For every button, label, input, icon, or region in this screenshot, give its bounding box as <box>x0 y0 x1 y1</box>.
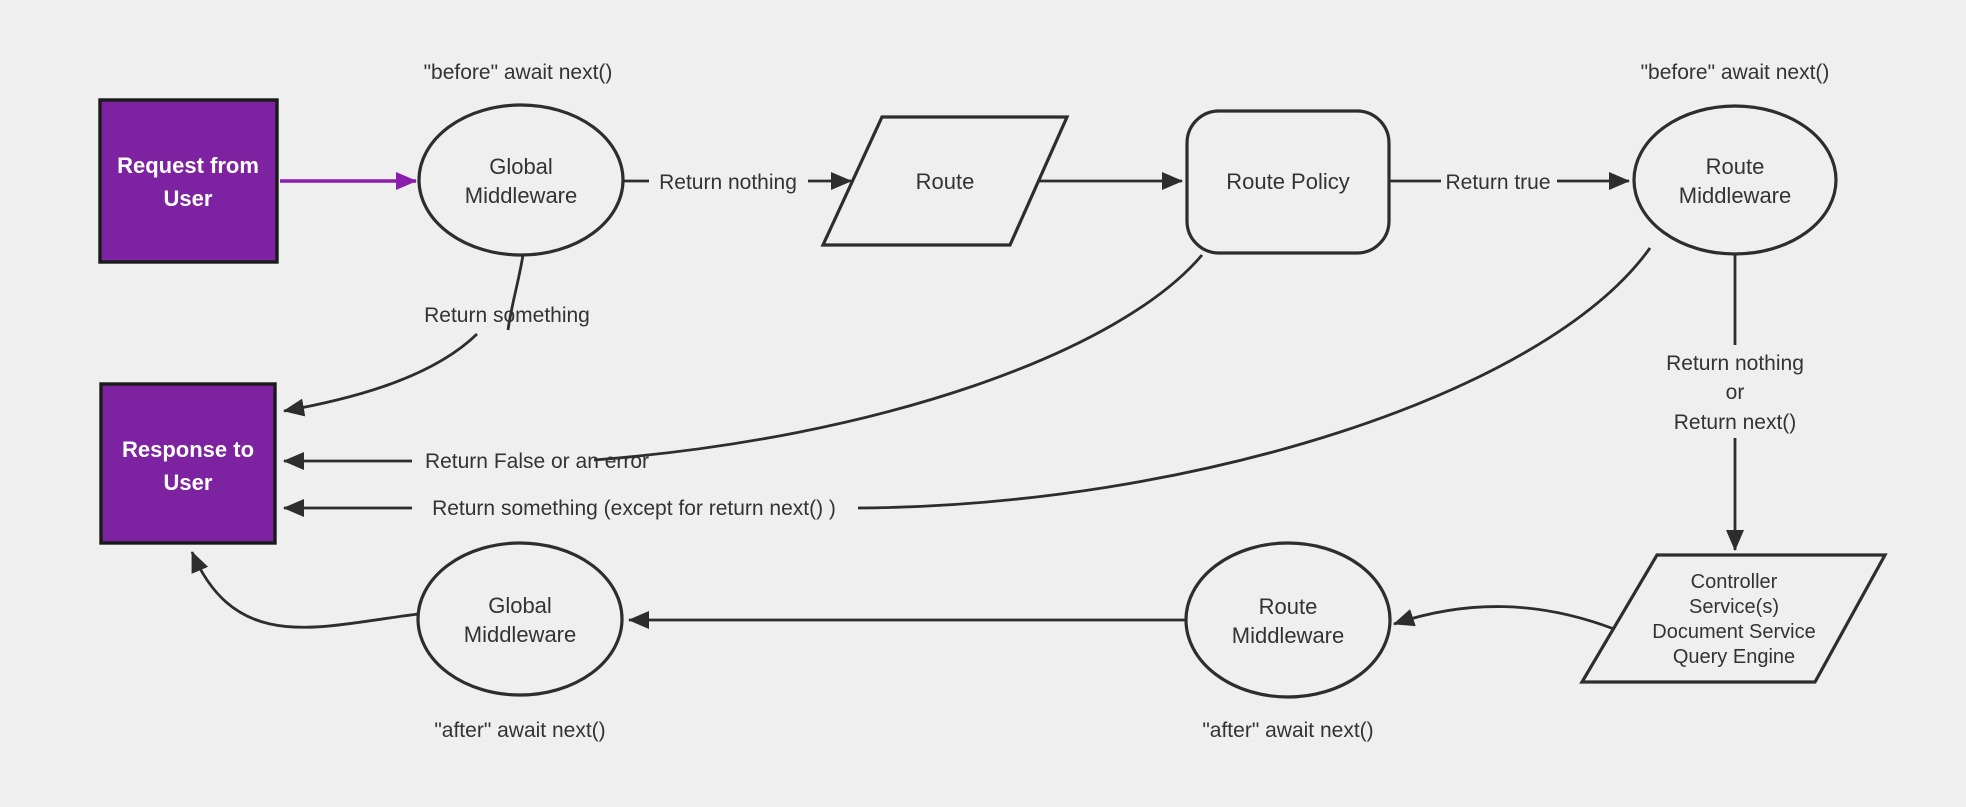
node-response-to-user: Response to User <box>99 382 277 545</box>
node-global-middleware-bottom: Global Middleware <box>416 541 624 697</box>
edge-label-return-something: Return something <box>424 304 590 327</box>
edge-label-return-nothing-or-2: or <box>1726 381 1745 404</box>
global-middleware-bottom-ellipse <box>416 541 624 697</box>
request-from-user-label-line1: Request from <box>117 153 259 178</box>
node-route: Route <box>820 115 1070 247</box>
global-middleware-bottom-label-line2: Middleware <box>464 622 577 647</box>
route-policy-label: Route Policy <box>1226 169 1350 194</box>
route-middleware-top-ellipse <box>1632 104 1838 256</box>
node-route-middleware-bottom: Route Middleware <box>1184 541 1392 699</box>
label-after-await-next-left: "after" await next() <box>434 719 605 742</box>
controller-label-line1: Controller <box>1691 571 1778 593</box>
edge-return-false-curve <box>593 254 1204 462</box>
node-request-from-user: Request from User <box>98 98 279 264</box>
edge-label-return-nothing-or-1: Return nothing <box>1666 352 1804 375</box>
controller-label-line2: Service(s) <box>1689 596 1779 618</box>
controller-label-line4: Query Engine <box>1673 646 1795 668</box>
route-middleware-bottom-ellipse <box>1184 541 1392 699</box>
edge-label-return-something-except: Return something (except for return next… <box>432 497 836 520</box>
response-to-user-label-line2: User <box>164 470 213 495</box>
edge-label-return-nothing-or-3: Return next() <box>1674 411 1797 434</box>
controller-parallelogram <box>1579 553 1888 684</box>
global-middleware-top-label-line1: Global <box>489 154 553 179</box>
route-label: Route <box>916 169 975 194</box>
route-middleware-top-label-line2: Middleware <box>1679 183 1792 208</box>
response-to-user-box <box>99 382 277 545</box>
edge-label-return-false-or-error: Return False or an error <box>425 450 649 473</box>
controller-label-line3: Document Service <box>1652 621 1815 643</box>
edge-return-something-upper-segment <box>506 254 525 331</box>
edge-label-return-true: Return true <box>1445 171 1550 194</box>
route-policy-box <box>1185 109 1391 255</box>
edge-controller-to-route-middleware-bottom <box>1393 605 1615 631</box>
route-middleware-bottom-label-line1: Route <box>1259 594 1318 619</box>
edge-label-return-nothing: Return nothing <box>659 171 797 194</box>
label-before-await-next-right: "before" await next() <box>1641 61 1830 84</box>
label-before-await-next-left: "before" await next() <box>424 61 613 84</box>
response-to-user-label-line1: Response to <box>122 437 254 462</box>
request-from-user-label-line2: User <box>164 186 213 211</box>
node-global-middleware-top: Global Middleware <box>417 103 625 257</box>
label-after-await-next-right: "after" await next() <box>1202 719 1373 742</box>
node-route-middleware-top: Route Middleware <box>1632 104 1838 256</box>
node-route-policy: Route Policy <box>1185 109 1391 255</box>
edge-global-middleware-to-response <box>190 551 420 629</box>
node-controller-services: Controller Service(s) Document Service Q… <box>1579 553 1888 684</box>
route-parallelogram <box>820 115 1070 247</box>
global-middleware-top-ellipse <box>417 103 625 257</box>
edge-return-something-except-curve <box>857 247 1652 510</box>
global-middleware-bottom-label-line1: Global <box>488 593 552 618</box>
route-middleware-top-label-line1: Route <box>1706 154 1765 179</box>
route-middleware-bottom-label-line2: Middleware <box>1232 623 1345 648</box>
edge-return-something-arrow-segment <box>283 332 478 417</box>
request-from-user-box <box>98 98 279 264</box>
global-middleware-top-label-line2: Middleware <box>465 183 578 208</box>
